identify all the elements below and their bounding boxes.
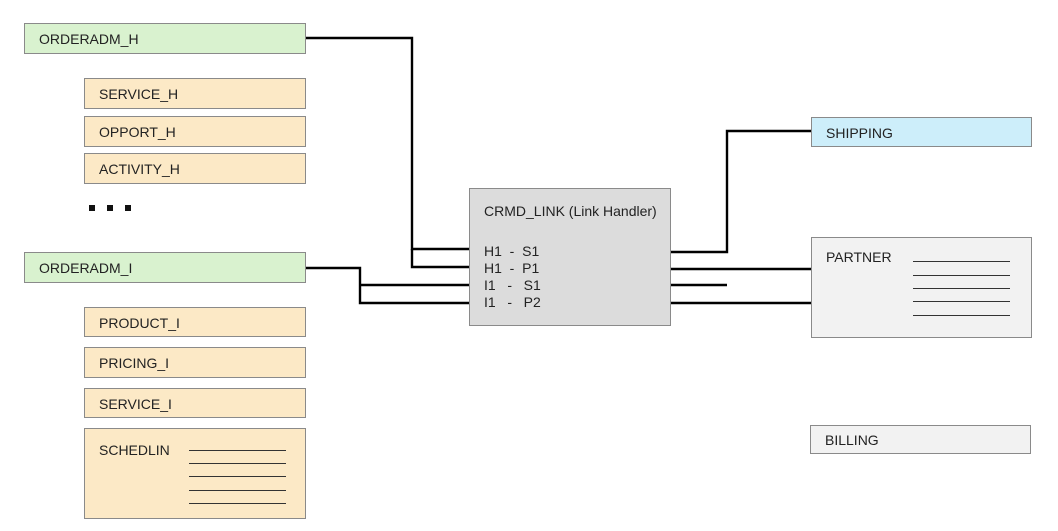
node-billing: BILLING	[810, 425, 1031, 454]
wire-link-to-shipping	[671, 129, 811, 254]
node-label: SERVICE_I	[99, 396, 172, 412]
node-label: SERVICE_H	[99, 86, 179, 102]
node-label: ORDERADM_H	[39, 31, 139, 47]
node-service-i: SERVICE_I	[84, 388, 306, 418]
node-service-h: SERVICE_H	[84, 78, 306, 109]
node-partner: PARTNER	[811, 237, 1032, 338]
node-shipping: SHIPPING	[811, 117, 1032, 147]
node-label: ORDERADM_I	[39, 260, 133, 276]
table-line	[913, 301, 1010, 302]
table-line	[913, 261, 1010, 262]
table-line	[913, 288, 1010, 289]
node-label: PRICING_I	[99, 355, 170, 371]
node-opport-h: OPPORT_H	[84, 116, 306, 147]
table-line	[913, 275, 1010, 276]
node-label: SHIPPING	[826, 125, 893, 141]
node-pricing-i: PRICING_I	[84, 347, 306, 378]
node-product-i: PRODUCT_I	[84, 307, 306, 337]
node-orderadm-h: ORDERADM_H	[24, 23, 306, 54]
table-line	[189, 463, 286, 464]
table-line	[913, 315, 1010, 316]
link-row: I1 - S1	[484, 277, 541, 293]
link-row: H1 - P1	[484, 260, 540, 276]
node-label: PRODUCT_I	[99, 315, 180, 331]
link-row: I1 - P2	[484, 294, 541, 310]
table-line	[189, 476, 286, 477]
node-label: OPPORT_H	[99, 124, 176, 140]
node-schedlin: SCHEDLIN	[84, 428, 306, 519]
wire-branch-to-h1-p1	[410, 249, 469, 269]
node-activity-h: ACTIVITY_H	[84, 153, 306, 184]
node-label: ACTIVITY_H	[99, 161, 180, 177]
link-handler-title: CRMD_LINK (Link Handler)	[484, 203, 657, 219]
link-handler: CRMD_LINK (Link Handler) H1 - S1 H1 - P1…	[469, 188, 671, 326]
wire-orderadm-h-to-link	[306, 36, 469, 251]
node-orderadm-i: ORDERADM_I	[24, 252, 306, 283]
node-label: SCHEDLIN	[99, 442, 170, 458]
node-label: PARTNER	[826, 249, 892, 265]
node-label: BILLING	[825, 432, 879, 448]
link-row: H1 - S1	[484, 243, 540, 259]
table-line	[189, 490, 286, 491]
table-line	[189, 450, 286, 451]
table-line	[189, 503, 286, 504]
